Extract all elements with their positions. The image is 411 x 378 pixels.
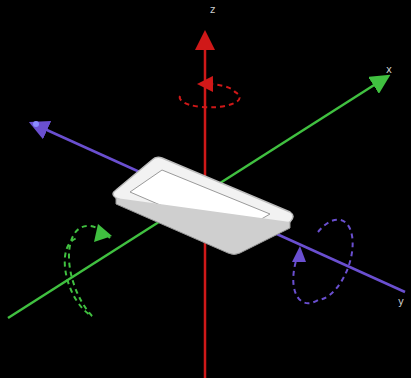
axis-label: z (210, 4, 215, 16)
axis-label: x (386, 64, 392, 76)
phone (113, 157, 293, 254)
z-rotation (180, 84, 240, 107)
x-axis (8, 80, 382, 318)
y-axis (38, 126, 405, 292)
x-rotation (65, 226, 110, 316)
axis-label: y (398, 296, 404, 308)
